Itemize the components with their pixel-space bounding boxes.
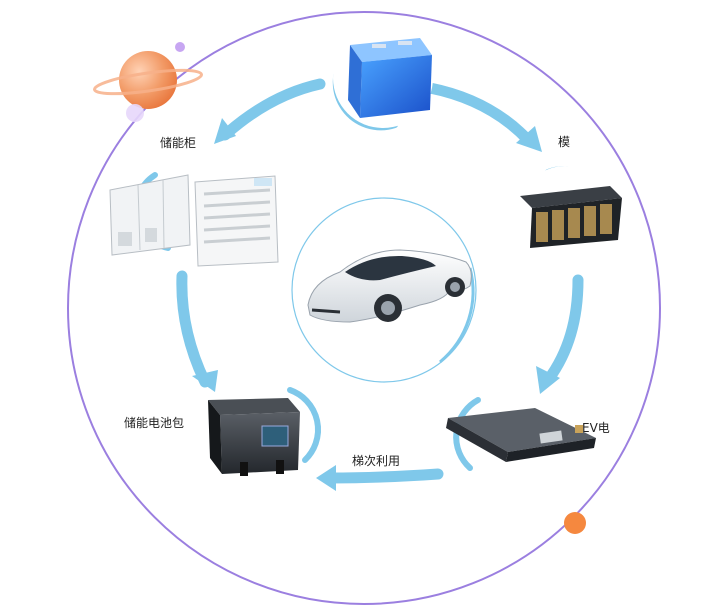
label-ev-pack: EV电 (582, 421, 610, 435)
prismatic-cell-icon (333, 28, 433, 128)
storage-cabinet-icon (109, 174, 279, 267)
arrow-storage-to-cabinet (176, 270, 211, 388)
electric-car-icon (307, 249, 472, 323)
label-storage-pack: 储能电池包 (124, 415, 184, 430)
arrow-cell-to-module (424, 82, 534, 146)
orange-dot-decoration (564, 512, 586, 534)
arrow-ev-to-storage (324, 468, 444, 484)
outer-ring (67, 11, 661, 605)
label-module: 模 (558, 135, 570, 149)
arrow-module-to-ev (542, 274, 584, 386)
battery-module-icon (519, 166, 622, 258)
flow-arrows (176, 78, 584, 484)
label-storage-cabinet: 储能柜 (160, 135, 196, 150)
arrow-cabinet-to-cell (219, 78, 326, 141)
storage-battery-pack-icon (208, 398, 300, 476)
center-car-node (291, 197, 477, 383)
ev-battery-pack-icon (446, 408, 596, 462)
arrow-heads (192, 118, 560, 491)
planet-decoration-icon (93, 42, 203, 122)
label-reuse: 梯次利用 (352, 454, 400, 468)
